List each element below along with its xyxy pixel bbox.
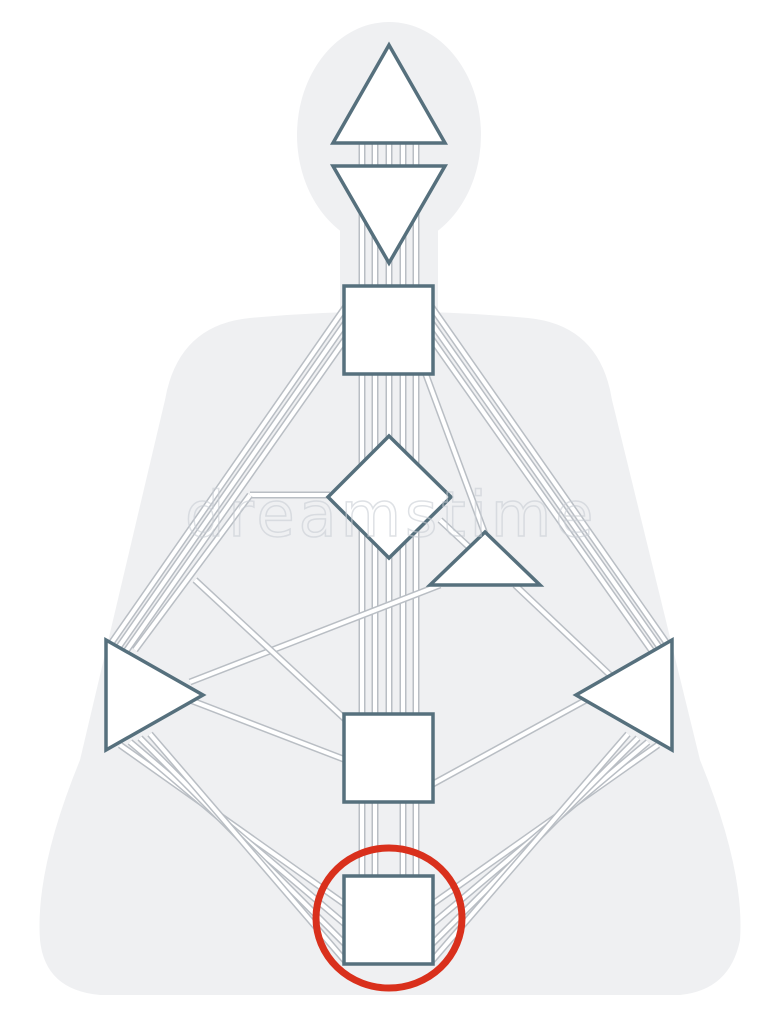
head-center[interactable]: [329, 41, 449, 145]
channel-line: [429, 320, 662, 650]
sacral-center[interactable]: [342, 712, 435, 804]
channel-line: [110, 304, 348, 644]
spleen-center[interactable]: [104, 636, 207, 754]
solar-plexus-center[interactable]: [572, 636, 674, 754]
ajna-center[interactable]: [329, 164, 449, 267]
channel-line: [116, 320, 348, 650]
channel-line: [513, 583, 612, 677]
channel-line: [189, 698, 347, 762]
channel-line: [193, 578, 348, 722]
watermark: dreamstime: [184, 477, 598, 552]
channel-line: [122, 336, 348, 656]
channel-line: [423, 371, 487, 535]
centers: [104, 41, 674, 966]
highlight-ring: [312, 844, 466, 992]
channel-line: [429, 304, 668, 644]
g-center[interactable]: [325, 433, 454, 561]
channel-line: [133, 493, 252, 652]
heart-center[interactable]: [425, 529, 545, 587]
channel-line: [438, 518, 472, 550]
channel-line: [430, 698, 587, 787]
channel-line: [429, 336, 656, 656]
channel-line: [189, 583, 441, 684]
throat-center[interactable]: [342, 284, 435, 376]
root-center[interactable]: [342, 874, 435, 966]
